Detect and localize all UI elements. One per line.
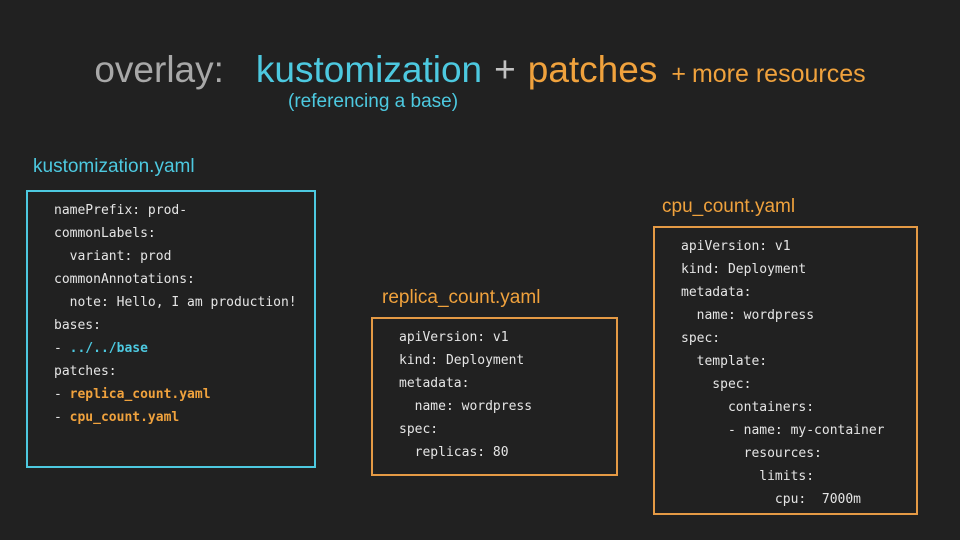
code-line: apiVersion: v1 [681,239,791,254]
code-line: name: wordpress [399,399,533,414]
code-line: kind: Deployment [681,262,807,277]
title-kustomization-text: kustomization [255,49,483,90]
code-line: namePrefix: prod- [54,203,188,218]
code-line: spec: [681,377,752,392]
code-line: template: [681,354,768,369]
replica-count-file-label: replica_count.yaml [382,287,541,308]
kustomization-code-box: namePrefix: prod-commonLabels: variant: … [26,190,316,468]
code-line: bases: [54,318,101,333]
code-line: name: wordpress [681,308,815,323]
code-line: spec: [681,331,721,346]
code-line: - name: my-container [681,423,885,438]
code-line: limits: [681,469,815,484]
kustomization-file-label: kustomization.yaml [33,156,195,177]
title-subtitle: (referencing a base) [288,91,459,112]
cpu-count-file-label: cpu_count.yaml [662,196,796,217]
title-more-resources-text: more resources [691,60,866,88]
code-line: cpu: 7000m [681,492,862,507]
code-line: replicas: 80 [399,445,509,460]
slide-title: overlay:kustomization+patches+more resou… [0,50,960,98]
code-line: - replica_count.yaml [54,387,211,402]
code-line: metadata: [399,376,470,391]
code-line: commonAnnotations: [54,272,195,287]
code-line: kind: Deployment [399,353,525,368]
code-line: variant: prod [54,249,172,264]
code-line: - cpu_count.yaml [54,410,180,425]
title-plus-sign: + [494,49,516,90]
title-patches-text: patches [527,49,658,90]
code-line: resources: [681,446,822,461]
code-line: - ../../base [54,341,148,356]
title-plus-sign-2: + [671,60,686,88]
title-overlay-text: overlay: [94,49,224,90]
code-line: spec: [399,422,439,437]
code-line: commonLabels: [54,226,156,241]
code-line: note: Hello, I am production! [54,295,297,310]
code-line: containers: [681,400,815,415]
code-line: metadata: [681,285,752,300]
code-line: apiVersion: v1 [399,330,509,345]
code-line: patches: [54,364,117,379]
